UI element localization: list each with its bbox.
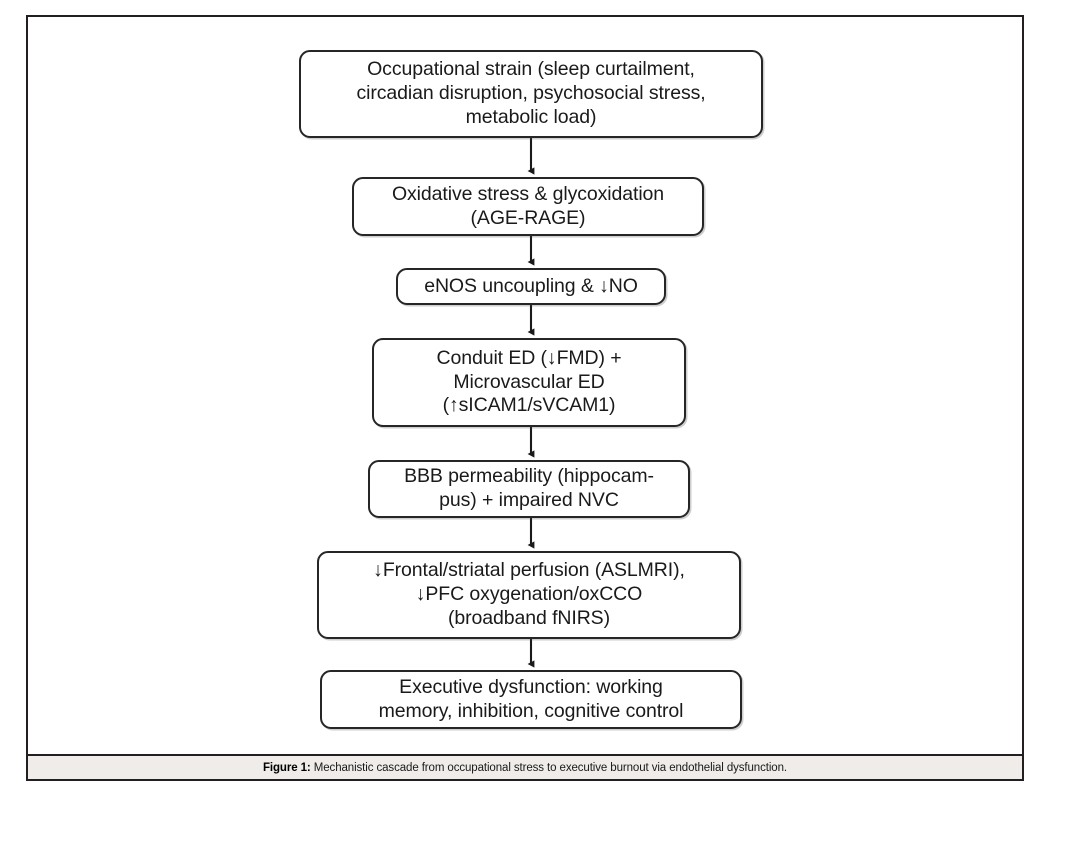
flow-node-label: eNOS uncoupling & ↓NO bbox=[424, 274, 638, 297]
diagram-canvas: Occupational strain (sleep curtailment, … bbox=[28, 17, 1022, 754]
flow-node-label: BBB permeability (hippocam- pus) + impai… bbox=[404, 465, 654, 511]
flow-node-perfusion-oxygenation[interactable]: ↓Frontal/striatal perfusion (ASLMRI), ↓P… bbox=[317, 551, 741, 639]
flow-node-oxidative-stress[interactable]: Oxidative stress & glycoxidation (AGE-RA… bbox=[352, 177, 704, 236]
flow-node-enos-uncoupling[interactable]: eNOS uncoupling & ↓NO bbox=[396, 268, 666, 305]
figure-caption-body: Mechanistic cascade from occupational st… bbox=[313, 761, 787, 774]
figure-caption-label: Figure 1: bbox=[262, 761, 311, 774]
figure-frame: Occupational strain (sleep curtailment, … bbox=[26, 15, 1024, 781]
flow-node-label: Executive dysfunction: working memory, i… bbox=[378, 675, 684, 722]
flow-node-label: ↓Frontal/striatal perfusion (ASLMRI), ↓P… bbox=[373, 559, 685, 629]
flow-node-label: Occupational strain (sleep curtailment, … bbox=[356, 58, 706, 128]
flow-node-label: Conduit ED (↓FMD) + Microvascular ED (↑s… bbox=[436, 346, 622, 417]
flow-node-occupational-strain[interactable]: Occupational strain (sleep curtailment, … bbox=[299, 50, 763, 138]
figure-caption-bar: Figure 1: Mechanistic cascade from occup… bbox=[28, 754, 1022, 779]
flow-node-executive-dysfunction[interactable]: Executive dysfunction: working memory, i… bbox=[320, 670, 742, 729]
flow-node-conduit-microvascular-ed[interactable]: Conduit ED (↓FMD) + Microvascular ED (↑s… bbox=[372, 338, 686, 427]
flow-node-label: Oxidative stress & glycoxidation (AGE-RA… bbox=[391, 182, 665, 229]
flow-connectors bbox=[527, 138, 535, 668]
flow-node-bbb-permeability[interactable]: BBB permeability (hippocam- pus) + impai… bbox=[368, 460, 690, 518]
figure-caption: Figure 1: Mechanistic cascade from occup… bbox=[263, 762, 787, 774]
